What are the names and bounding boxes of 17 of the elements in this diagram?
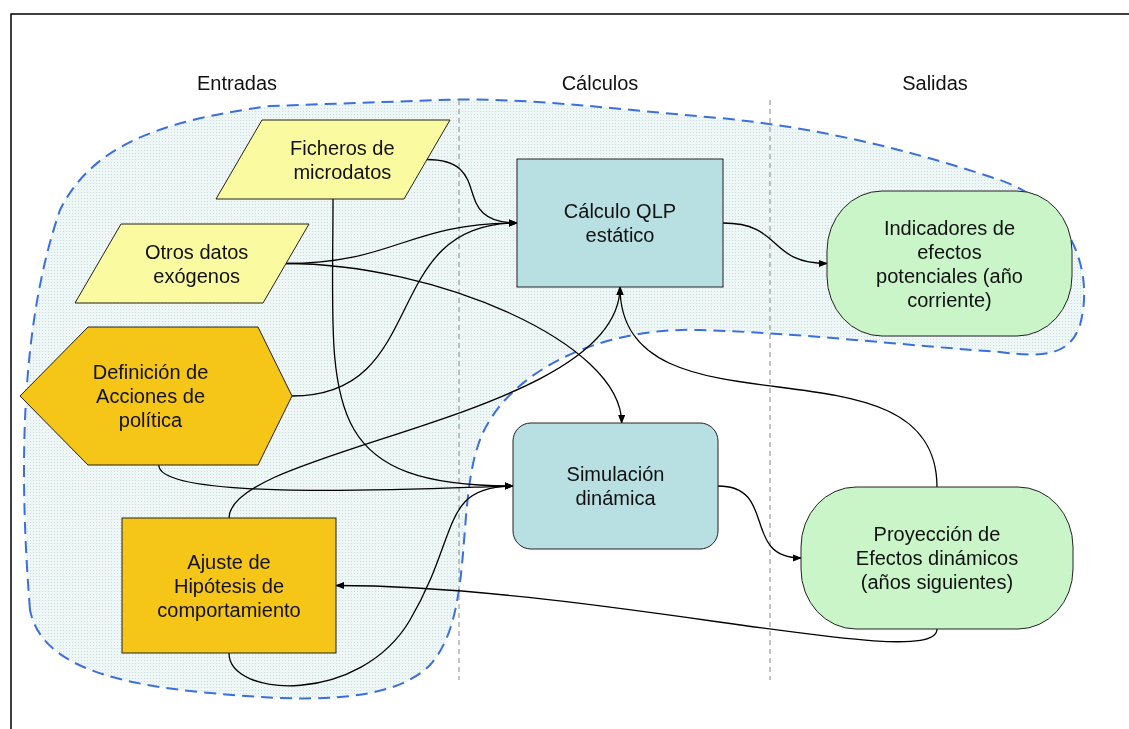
node-label: Cálculo QLP estático [562, 199, 678, 247]
node-label: Definición de Acciones de política [91, 360, 210, 432]
node-label: Otros datos exógenos [143, 239, 250, 288]
column-heading: Salidas [902, 72, 968, 95]
node-label: Simulación dinámica [565, 462, 666, 510]
column-heading: Entradas [196, 72, 278, 95]
arrow [722, 222, 828, 267]
arrow [717, 485, 802, 561]
node-label: Proyección de Efectos dinámicos (años siguientes) [854, 522, 1020, 594]
column-heading: Cálculos [561, 72, 639, 95]
arrow [617, 286, 938, 488]
arrow [291, 220, 518, 397]
node-label: Ajuste de Hipótesis de comportamiento [156, 549, 302, 622]
arrow [228, 482, 514, 687]
node-label: Indicadores de efectos potenciales (año corriente) [876, 215, 1023, 312]
arrow [335, 582, 938, 643]
node-label: Ficheros de microdatos [289, 135, 396, 184]
